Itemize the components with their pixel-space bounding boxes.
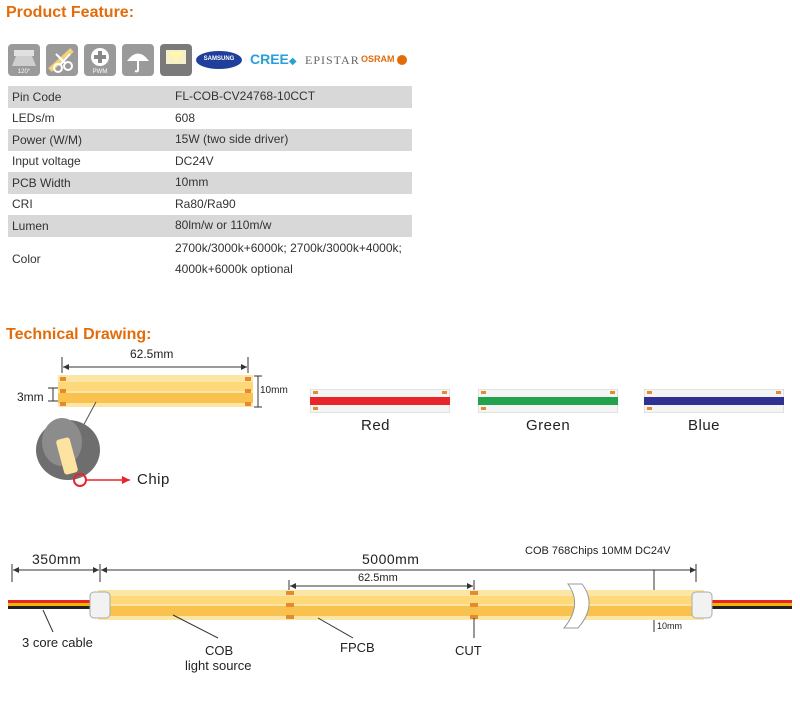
- cob-label: COB: [205, 643, 234, 658]
- green-strip: [478, 389, 618, 413]
- dimmable-caption: PWM: [92, 69, 108, 75]
- spec-value: 15W (two side driver): [171, 129, 412, 151]
- spec-key: Lumen: [8, 215, 171, 237]
- outdoor-icon: [122, 44, 154, 76]
- spec-value-line: 4000k+6000k optional: [175, 261, 293, 276]
- osram-logo-text: OSRAM: [361, 54, 395, 64]
- beam-angle-icon: 120°: [8, 44, 40, 76]
- cree-diamond-icon: ◆: [288, 56, 297, 67]
- length-dimension-label: 62.5mm: [130, 347, 174, 361]
- osram-bulb-icon: [397, 54, 408, 65]
- cable-label: 3 core cable: [22, 635, 93, 650]
- cuttable-icon: [46, 44, 78, 76]
- dimmable-icon: PWM: [84, 44, 116, 76]
- spec-key: Pin Code: [8, 86, 171, 108]
- length-dimension-line: [61, 357, 249, 373]
- spec-key: CRI: [12, 197, 33, 212]
- cut-label: CUT: [455, 643, 482, 658]
- light-source-label: light source: [185, 658, 252, 673]
- chip-label: Chip: [137, 471, 170, 488]
- spec-value-line: 2700k/3000k+6000k; 2700k/3000k+4000k;: [175, 240, 402, 255]
- samsung-logo-text: SAMSUNG: [203, 56, 235, 62]
- spec-value-multiline: 2700k/3000k+6000k; 2700k/3000k+4000k; 40…: [171, 237, 412, 281]
- table-row: Color 2700k/3000k+6000k; 2700k/3000k+400…: [8, 237, 412, 281]
- strip-length-label: 5000mm: [362, 551, 420, 567]
- epistar-logo: EPISTAR: [305, 53, 360, 67]
- spec-value: 10mm: [171, 172, 412, 194]
- width-dimension-line: [254, 375, 262, 408]
- samsung-logo: SAMSUNG: [196, 51, 242, 69]
- cable-length-label: 350mm: [32, 551, 82, 567]
- cut-length-label: 62.5mm: [358, 572, 398, 584]
- machine-icon: [160, 44, 192, 76]
- red-strip: [310, 389, 450, 413]
- strip-spec-note: COB 768Chips 10MM DC24V: [525, 545, 671, 557]
- chip-zoom-illustration: [36, 401, 130, 487]
- spec-key: Color: [12, 251, 41, 266]
- cob-strip-segment: [58, 375, 253, 407]
- cree-logo: CREE◆: [250, 51, 297, 67]
- table-row: CRI Ra80/Ra90: [8, 194, 412, 216]
- spec-key: Power (W/M): [8, 129, 171, 151]
- table-row: Pin Code FL-COB-CV24768-10CCT: [8, 86, 412, 108]
- technical-drawing-title: Technical Drawing:: [6, 326, 152, 343]
- width-dimension-label: 10mm: [260, 385, 288, 396]
- thickness-label: 3mm: [17, 390, 44, 404]
- table-row: Lumen 80lm/w or 110m/w: [8, 215, 412, 237]
- spec-value: 608: [175, 110, 196, 125]
- osram-logo: OSRAM: [361, 54, 408, 65]
- green-label: Green: [526, 417, 571, 434]
- product-feature-title: Product Feature:: [6, 4, 135, 21]
- spec-key: Input voltage: [12, 154, 81, 169]
- red-label: Red: [361, 417, 391, 434]
- side-width-label: 10mm: [657, 621, 683, 631]
- blue-label: Blue: [688, 417, 721, 434]
- spec-key: PCB Width: [8, 172, 171, 194]
- spec-value: Ra80/Ra90: [175, 196, 236, 211]
- table-row: PCB Width 10mm: [8, 172, 412, 194]
- table-row: Input voltage DC24V: [8, 151, 412, 173]
- beam-angle-caption: 120°: [17, 69, 31, 75]
- table-row: LEDs/m 608: [8, 108, 412, 130]
- cree-logo-text: CREE: [250, 51, 289, 67]
- thickness-bracket: [48, 387, 58, 402]
- spec-key: LEDs/m: [12, 111, 55, 126]
- spec-table: Pin Code FL-COB-CV24768-10CCT LEDs/m 608…: [8, 86, 412, 281]
- spec-value: DC24V: [175, 153, 214, 168]
- full-strip-diagram: [8, 564, 792, 639]
- fpcb-label: FPCB: [340, 640, 375, 655]
- spec-value: FL-COB-CV24768-10CCT: [171, 86, 412, 108]
- table-row: Power (W/M) 15W (two side driver): [8, 129, 412, 151]
- blue-strip: [644, 389, 784, 413]
- spec-value: 80lm/w or 110m/w: [171, 215, 412, 237]
